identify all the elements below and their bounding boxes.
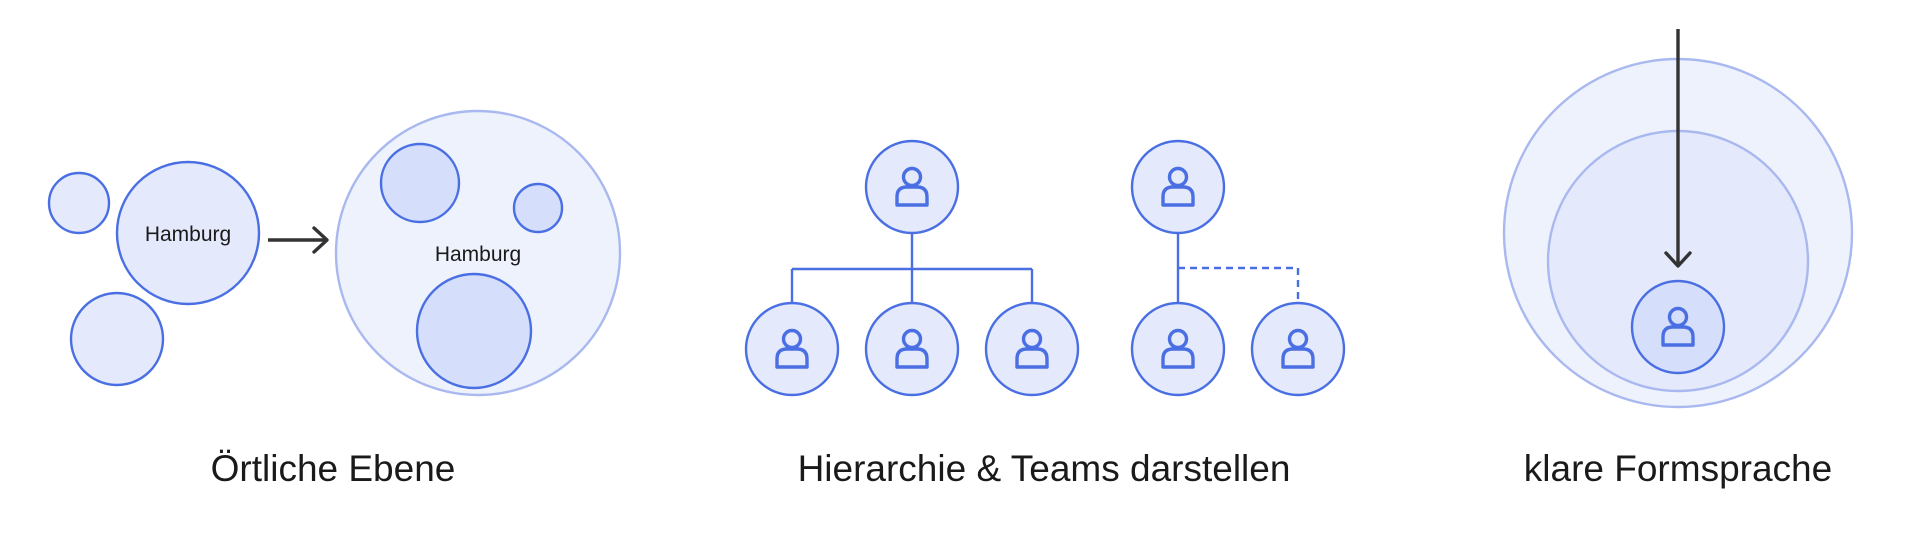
- medium-bubble-bottom-left: [69, 291, 165, 387]
- team-tree-connectors: [1176, 233, 1300, 302]
- caption-local-level: Örtliche Ebene: [210, 448, 456, 489]
- merged-inner-bubble-top-left: [379, 142, 461, 224]
- merged-inner-bubble-large: [415, 272, 533, 390]
- merged-hamburg-label: Hamburg: [435, 243, 521, 266]
- hamburg-bubble-label: Hamburg: [145, 223, 231, 246]
- hierarchy-tree-connectors: [790, 233, 1034, 302]
- shape-language-panel: [1502, 29, 1854, 409]
- arrow-down-icon: [1664, 29, 1692, 268]
- merged-inner-bubble-small: [512, 182, 564, 234]
- local-level-panel: Hamburg Hamburg: [47, 109, 622, 397]
- hamburg-bubble: [115, 160, 261, 306]
- team-node-child-1: [1130, 301, 1226, 397]
- hierarchy-node-top: [864, 139, 960, 235]
- small-bubble-top-left: [47, 171, 111, 235]
- arrow-right-icon: [268, 226, 329, 254]
- team-node-top: [1130, 139, 1226, 235]
- hierarchy-node-child-2: [864, 301, 960, 397]
- caption-shape-language: klare Formsprache: [1523, 448, 1833, 489]
- hierarchy-node-child-3: [984, 301, 1080, 397]
- hierarchy-panel: [744, 139, 1346, 397]
- caption-hierarchy-teams: Hierarchie & Teams darstellen: [797, 448, 1291, 489]
- focus-person-node: [1630, 279, 1726, 375]
- team-node-child-2: [1250, 301, 1346, 397]
- hierarchy-node-child-1: [744, 301, 840, 397]
